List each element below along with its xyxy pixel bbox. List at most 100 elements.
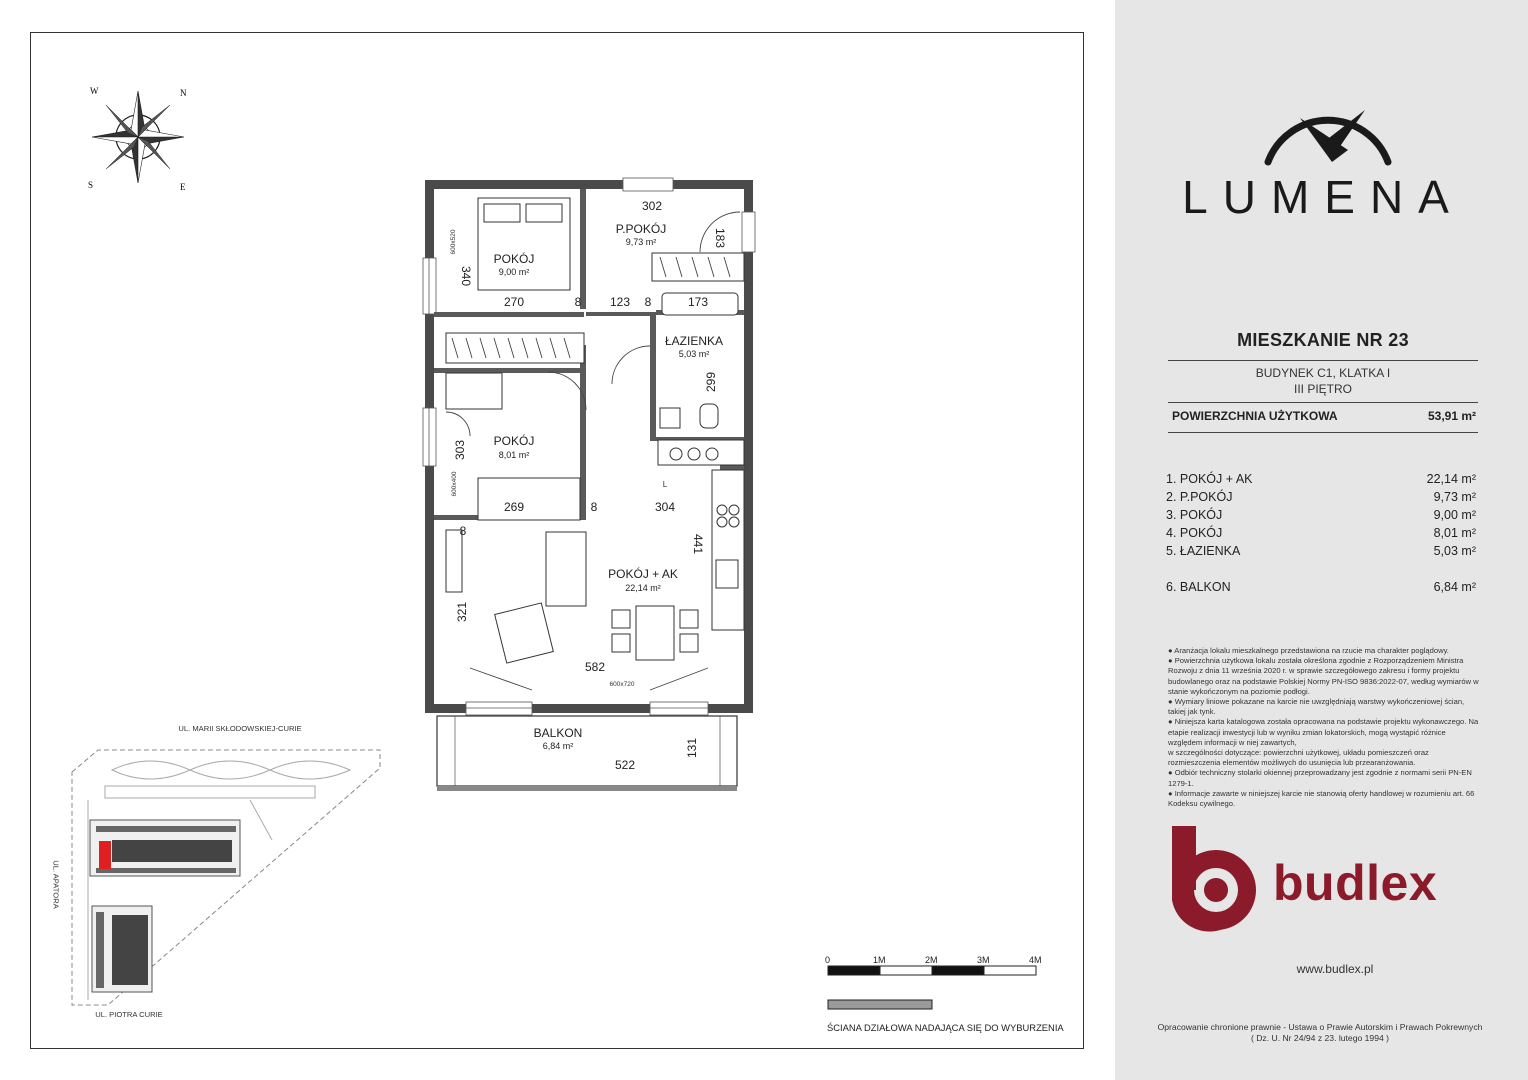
dimension-label: 441 (691, 534, 705, 554)
plan-room-label: POKÓJ + AK (608, 566, 678, 581)
street-name: UL. MARII SKŁODOWSKIEJ-CURIE (178, 724, 302, 733)
window-tag: 600x400 (451, 471, 458, 496)
note: ● Aranżacja lokalu mieszkalnego przedsta… (1168, 646, 1449, 655)
copyright-line: ( Dz. U. Nr 24/94 z 23. lutego 1994 ) (1250, 1033, 1390, 1043)
apartment-highlight (99, 841, 111, 869)
dimension-label: 270 (504, 295, 524, 309)
apartment-title: MIESZKANIE NR 23 (1237, 330, 1409, 350)
scale-tick: 2M (925, 955, 938, 965)
plan-room-label: POKÓJ (494, 433, 535, 448)
room-area: 5,03 m² (1433, 544, 1476, 558)
dimension-label: 8 (460, 524, 467, 538)
room-area: 9,73 m² (1433, 490, 1476, 504)
appliances (659, 403, 740, 589)
divider (1168, 360, 1478, 361)
disclaimer-notes: ● Aranżacja lokalu mieszkalnego przedsta… (1168, 646, 1480, 809)
room-area: 9,00 m² (1433, 508, 1476, 522)
note: ● Wymiary liniowe pokazane na karcie nie… (1168, 697, 1465, 717)
plan-room-area: 6,84 m² (543, 741, 574, 751)
note: w szczególności dotyczące: powierzchni u… (1168, 748, 1429, 768)
room-row: 3. POKÓJ 9,00 m² (1166, 508, 1476, 522)
plan-room-area: 8,01 m² (499, 450, 530, 460)
door-swings (445, 211, 741, 691)
dimension-label: 340 (459, 266, 473, 286)
scale-tick: 3M (977, 955, 990, 965)
plan-room-label: BALKON (534, 726, 583, 740)
dimension-label: 8 (645, 295, 652, 309)
dimension-label: 8 (575, 295, 582, 309)
balcony (436, 715, 738, 791)
compass-icon (91, 90, 185, 184)
budlex-logo-text: budlex (1273, 855, 1438, 911)
building-info: BUDYNEK C1, KLATKA I (1255, 366, 1391, 380)
street-name: UL. PIOTRA CURIE (95, 1010, 163, 1019)
dimension-label: 299 (704, 372, 718, 392)
note: ● Niniejsza karta katalogowa została opr… (1168, 717, 1479, 747)
note: ● Informacje zawarte w niniejszej karcie… (1168, 788, 1475, 809)
room-row: 6. BALKON 6,84 m² (1166, 580, 1476, 594)
copyright-notice: Opracowanie chronione prawnie - Ustawa o… (1140, 1022, 1500, 1044)
usable-area-row: POWIERZCHNIA UŻYTKOWA 53,91 m² (1172, 409, 1476, 423)
room-area: 22,14 m² (1426, 472, 1476, 486)
dimension-label: 8 (591, 500, 598, 514)
window-lines (428, 258, 708, 709)
wardrobe-hangers (451, 256, 731, 359)
room-label: 1. POKÓJ + AK (1166, 472, 1253, 486)
kitchen-tag: L (663, 480, 668, 489)
usable-area-label: POWIERZCHNIA UŻYTKOWA (1172, 409, 1338, 423)
compass-e: E (180, 182, 186, 192)
plan-room-area: 9,00 m² (499, 267, 530, 277)
plan-room-area: 22,14 m² (625, 583, 661, 593)
room-row: 1. POKÓJ + AK 22,14 m² (1166, 472, 1476, 486)
room-row: 5. ŁAZIENKA 5,03 m² (1166, 544, 1476, 558)
room-area: 6,84 m² (1433, 580, 1476, 594)
plan-room-label: P.POKÓJ (616, 221, 666, 236)
windows (422, 177, 756, 716)
plan-room-label: POKÓJ (494, 251, 535, 266)
scale-tick: 1M (873, 955, 886, 965)
website-link[interactable]: www.budlex.pl (1296, 962, 1374, 976)
lumena-logo-text: LUMENA (1182, 171, 1464, 223)
room-label: 2. P.POKÓJ (1166, 490, 1233, 504)
note: ● Odbiór techniczny stolarki okiennej pr… (1168, 768, 1472, 788)
dimension-label: 303 (453, 440, 467, 460)
dimension-label: 582 (585, 660, 605, 674)
room-label: 3. POKÓJ (1166, 508, 1223, 522)
room-label: 5. ŁAZIENKA (1166, 544, 1241, 558)
furniture (445, 197, 745, 664)
scale-tick: 0 (825, 955, 831, 965)
plan-room-area: 5,03 m² (679, 349, 710, 359)
room-row: 4. POKÓJ 8,01 m² (1166, 526, 1476, 540)
compass-s: S (88, 180, 93, 190)
dimension-label: 269 (504, 500, 524, 514)
dimension-label: 522 (615, 758, 635, 772)
dimension-label: 321 (455, 602, 469, 622)
room-label: 6. BALKON (1166, 580, 1231, 594)
note: ● Powierzchnia użytkowa lokalu została o… (1168, 656, 1479, 696)
divider (1168, 432, 1478, 433)
plan-room-area: 9,73 m² (626, 237, 657, 247)
room-row: 2. P.POKÓJ 9,73 m² (1166, 490, 1476, 504)
dimension-label: 123 (610, 295, 630, 309)
compass-n: N (180, 88, 187, 98)
site-buildings (96, 826, 236, 988)
dimension-label: 183 (713, 228, 727, 248)
room-area: 8,01 m² (1433, 526, 1476, 540)
window-tag: 600x520 (450, 229, 457, 254)
dimension-label: 131 (685, 738, 699, 758)
plan-room-label: ŁAZIENKA (665, 334, 723, 348)
floor-info: III PIĘTRO (1293, 382, 1352, 396)
dimension-label: 173 (688, 295, 708, 309)
plan-frame (30, 32, 1084, 1049)
window-tag: 600x720 (610, 681, 635, 688)
room-label: 4. POKÓJ (1166, 526, 1223, 540)
legend-label: ŚCIANA DZIAŁOWA NADAJĄCA SIĘ DO WYBURZEN… (827, 1022, 1064, 1033)
dimension-label: 304 (655, 500, 675, 514)
scale-tick: 4M (1029, 955, 1042, 965)
usable-area-value: 53,91 m² (1427, 409, 1476, 423)
